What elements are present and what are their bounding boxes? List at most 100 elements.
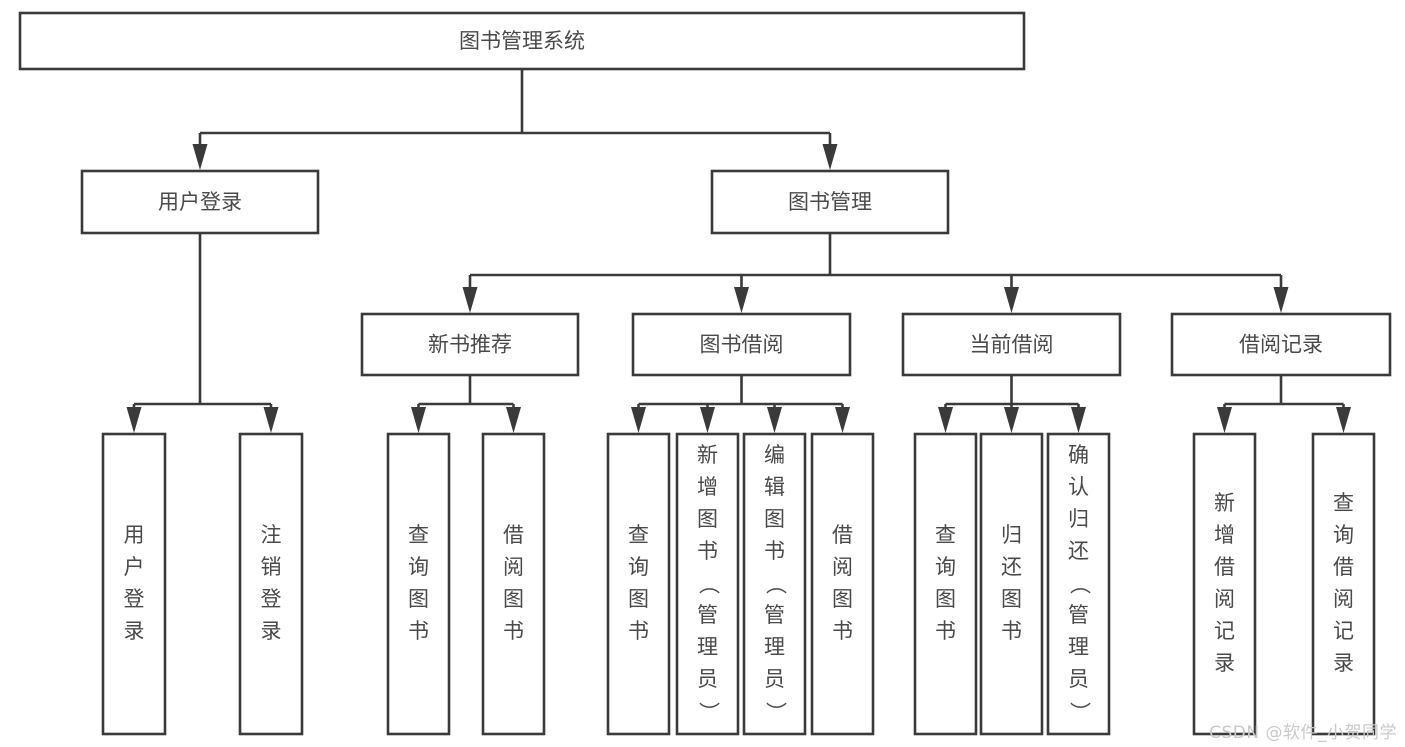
node-label-char: 书 xyxy=(764,539,785,563)
watermark-label: CSDN @软件_小贺同学 xyxy=(1209,723,1397,743)
node-label-char: 登 xyxy=(261,587,282,611)
node-label-char: ） xyxy=(1068,702,1092,723)
node-label-char: 书 xyxy=(408,619,429,643)
node-label-char: 阅 xyxy=(503,555,524,579)
node-label: 当前借阅 xyxy=(970,333,1054,357)
node-label-char: 管 xyxy=(697,603,718,627)
node-box xyxy=(606,432,671,736)
node-label-char: 辑 xyxy=(764,475,785,499)
node-label-char: 图 xyxy=(503,587,524,611)
node-label-char: 用 xyxy=(124,523,145,547)
node-label-char: 书 xyxy=(697,539,718,563)
node-label-char: 图 xyxy=(764,507,785,531)
node-leaf-user-login[interactable]: 用户登录 xyxy=(101,432,167,736)
node-label-char: 增 xyxy=(1214,523,1235,547)
connector-arrowhead xyxy=(411,407,426,433)
node-label-char: 理 xyxy=(697,635,718,659)
node-label-char: 阅 xyxy=(1214,587,1235,611)
node-label: 图书管理系统 xyxy=(459,29,585,53)
connector-arrowhead xyxy=(835,407,850,433)
node-label-char: 借 xyxy=(832,523,853,547)
node-label-char: 记 xyxy=(1214,619,1235,643)
connector-arrowhead xyxy=(462,287,478,313)
node-box xyxy=(901,312,1122,377)
connector-arrowhead xyxy=(1004,287,1019,313)
node-box xyxy=(631,312,852,377)
node-label-char: 录 xyxy=(124,619,145,643)
node-box xyxy=(913,432,978,736)
node-label-char: 员 xyxy=(697,667,718,691)
node-book-manage[interactable]: 图书管理 xyxy=(710,169,950,235)
node-root[interactable]: 图书管理系统 xyxy=(18,11,1026,71)
node-user-login[interactable]: 用户登录 xyxy=(80,169,320,235)
node-label-char: 注 xyxy=(261,523,282,547)
node-box xyxy=(1046,432,1111,736)
node-label-char: 图 xyxy=(628,587,649,611)
node-label-char: 书 xyxy=(1001,619,1022,643)
node-label-char: 还 xyxy=(1068,539,1089,563)
connector-arrowhead xyxy=(126,407,142,433)
connector-arrowhead xyxy=(1273,287,1289,313)
node-label-char: 查 xyxy=(1333,491,1354,515)
node-box xyxy=(710,169,950,235)
connector-arrowhead xyxy=(192,144,208,170)
node-label-char: 借 xyxy=(1214,555,1235,579)
node-label-char: 阅 xyxy=(832,555,853,579)
node-label-char: 书 xyxy=(935,619,956,643)
node-label-char: 书 xyxy=(628,619,649,643)
node-label-char: 借 xyxy=(1333,555,1354,579)
node-label-char: 查 xyxy=(408,523,429,547)
node-label-char: 书 xyxy=(832,619,853,643)
node-label-char: 户 xyxy=(124,555,145,579)
node-box xyxy=(742,432,807,736)
node-box xyxy=(1170,312,1392,377)
node-borrow-record[interactable]: 借阅记录 xyxy=(1170,312,1392,377)
node-label-char: 询 xyxy=(1333,523,1354,547)
node-label-char: 归 xyxy=(1068,507,1089,531)
node-box xyxy=(18,11,1026,71)
connector-arrowhead xyxy=(506,407,521,433)
node-label-char: 还 xyxy=(1001,555,1022,579)
node-label-char: 查 xyxy=(628,523,649,547)
node-label-char: 询 xyxy=(408,555,429,579)
node-label-char: ） xyxy=(697,702,721,723)
node-label: 用户登录 xyxy=(158,190,242,214)
node-label-char: 图 xyxy=(832,587,853,611)
node-layer: 图书管理系统用户登录图书管理新书推荐图书借阅当前借阅借阅记录用户登录注销登录查询… xyxy=(18,11,1392,736)
node-label-char: 询 xyxy=(935,555,956,579)
node-label-char: 编 xyxy=(764,443,785,467)
connector-arrowhead xyxy=(263,407,279,433)
connector-arrowhead xyxy=(938,407,953,433)
connector-arrowhead xyxy=(1217,407,1232,433)
node-label-char: （ xyxy=(1068,574,1092,595)
node-label-char: ） xyxy=(764,702,788,723)
node-new-book-recommend[interactable]: 新书推荐 xyxy=(360,312,580,377)
connector-arrowhead xyxy=(1071,407,1086,433)
node-label-char: 记 xyxy=(1333,619,1354,643)
node-label-char: 借 xyxy=(503,523,524,547)
node-book-borrow[interactable]: 图书借阅 xyxy=(631,312,852,377)
connector-arrowhead xyxy=(1004,407,1019,433)
node-label-char: 理 xyxy=(1068,635,1089,659)
node-label-char: 登 xyxy=(124,587,145,611)
node-label-char: 新 xyxy=(697,443,718,467)
node-label-char: 确 xyxy=(1068,443,1089,467)
node-current-borrow[interactable]: 当前借阅 xyxy=(901,312,1122,377)
connector-arrowhead xyxy=(631,407,646,433)
node-label-char: 管 xyxy=(764,603,785,627)
node-label-char: 图 xyxy=(935,587,956,611)
node-box xyxy=(386,432,451,736)
